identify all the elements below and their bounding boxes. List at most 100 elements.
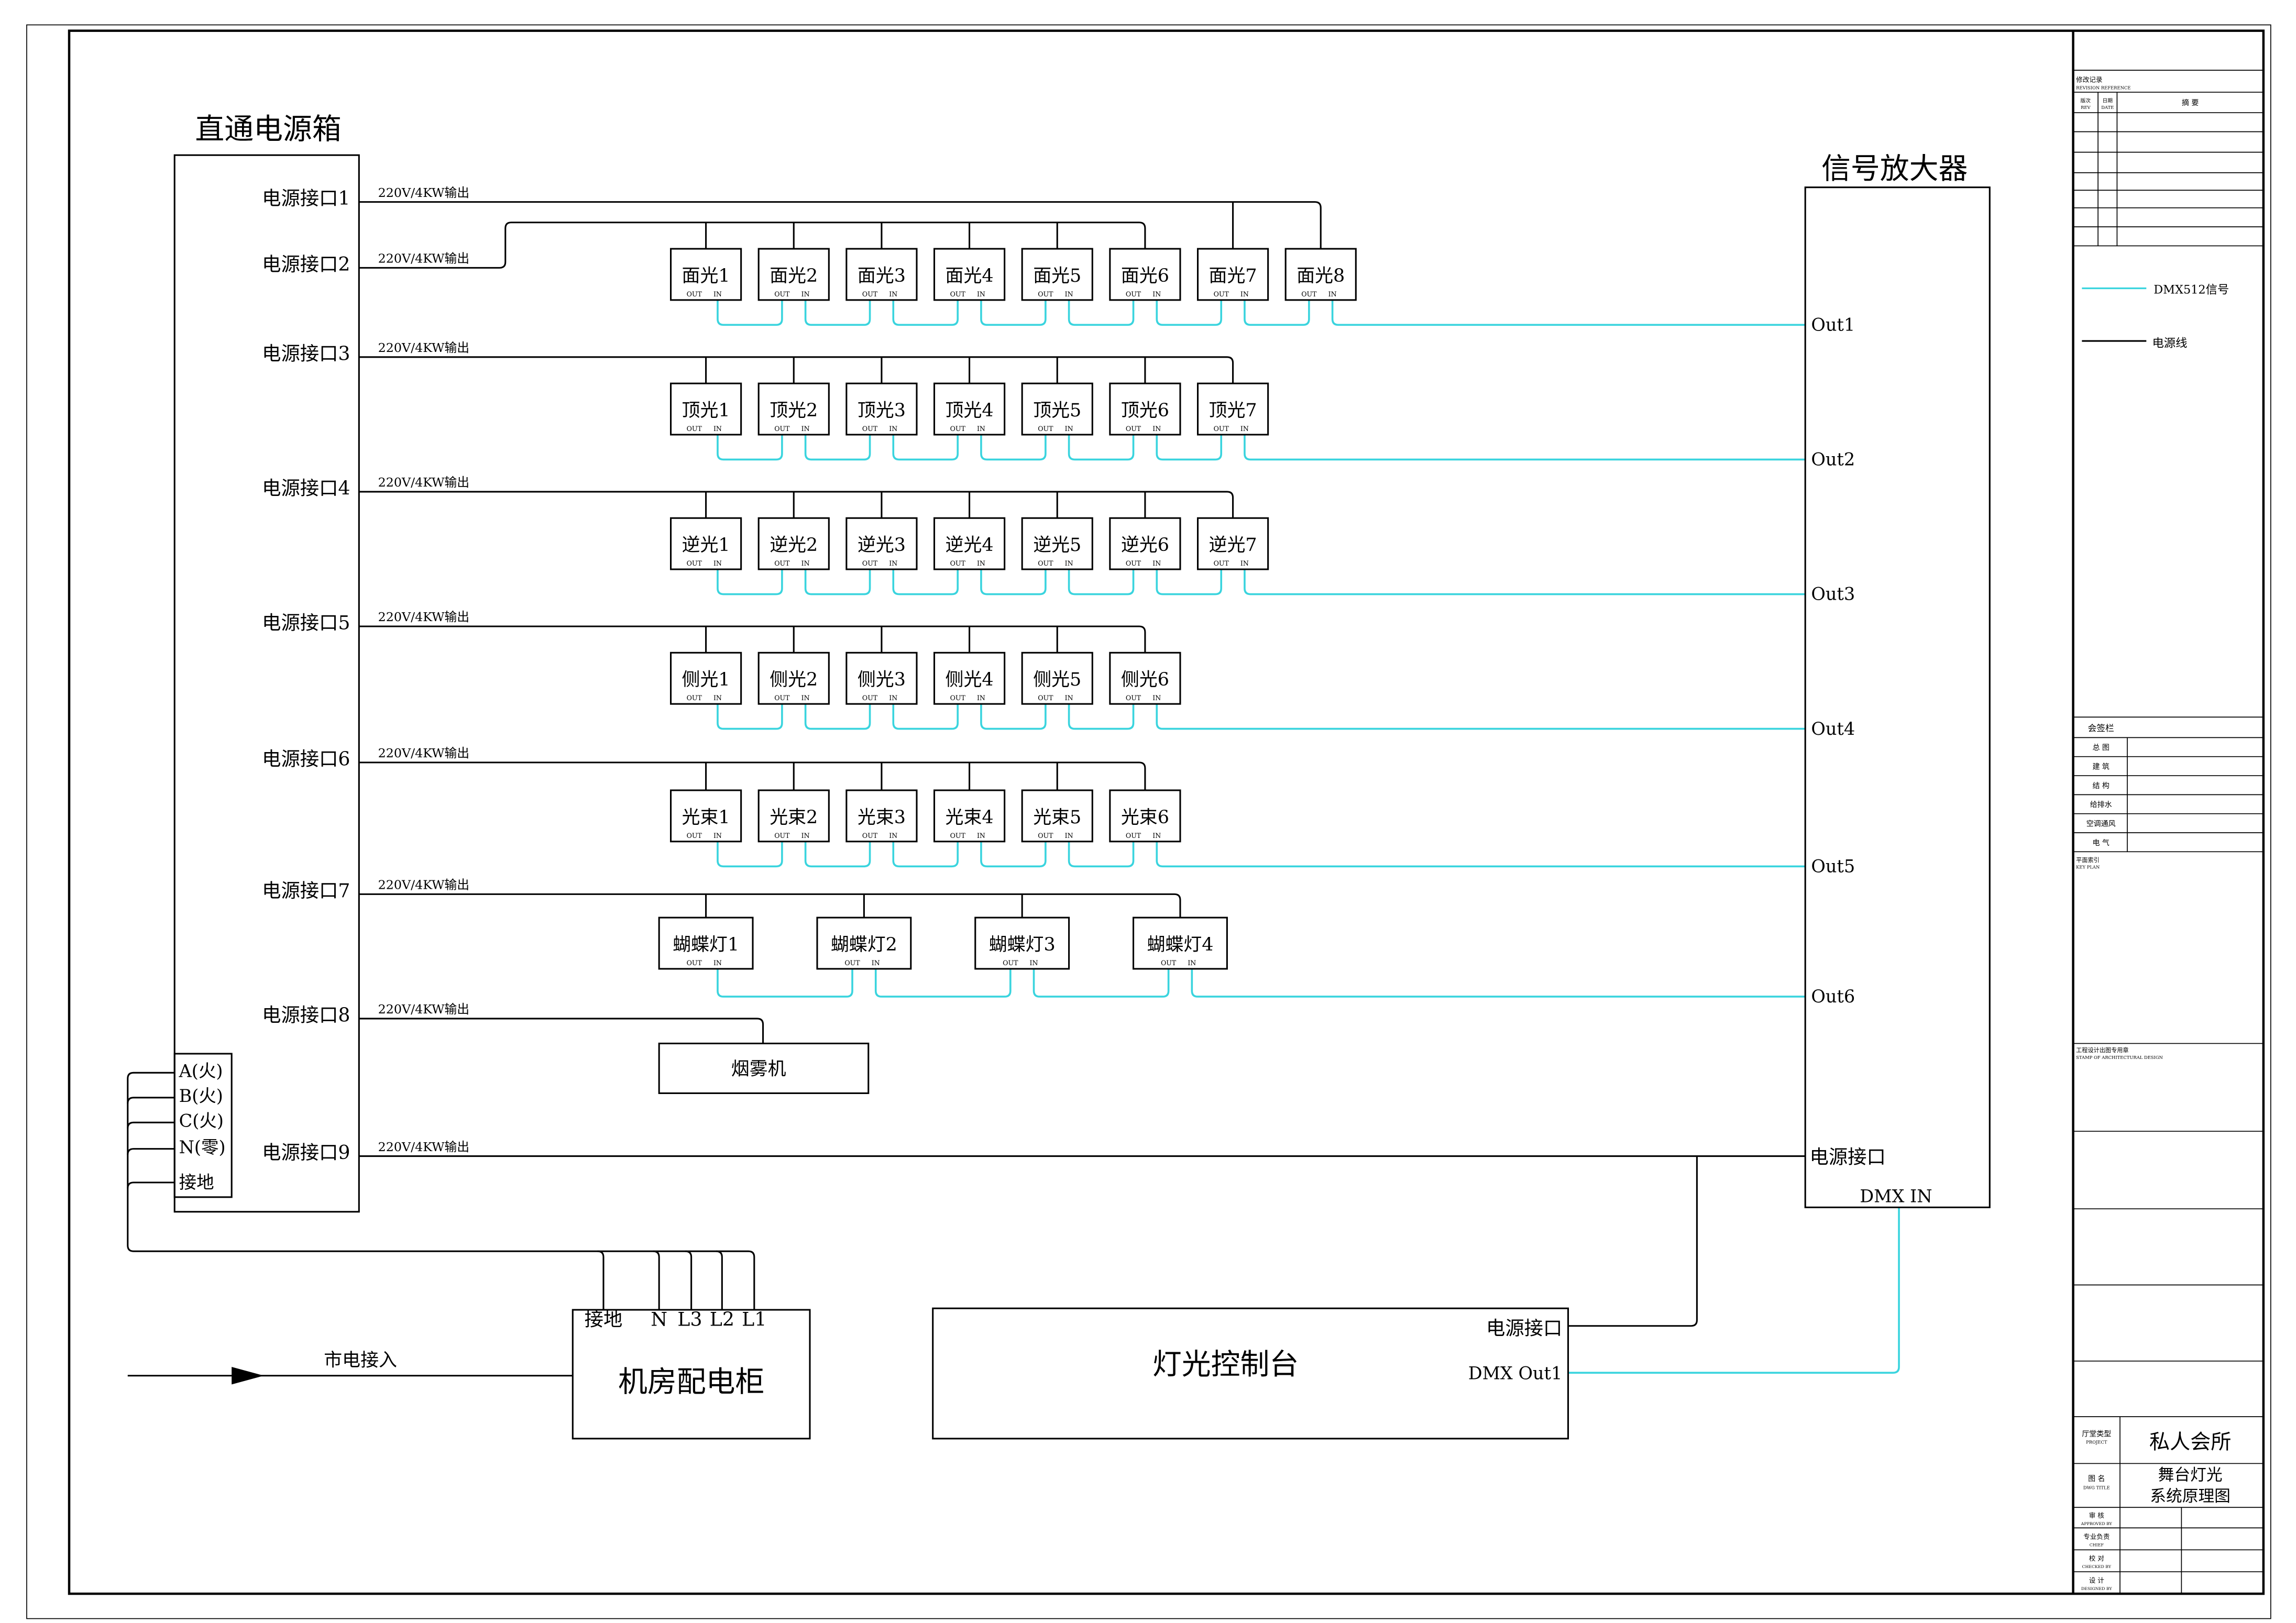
butterfly-light-port-out-label: OUT <box>1003 959 1018 967</box>
face-light-box <box>845 248 918 301</box>
dmx-run-side-light <box>1156 704 1806 730</box>
top-light-box <box>933 382 1006 436</box>
butterfly-light-box <box>658 917 754 970</box>
legend-dmx-label: DMX512信号 <box>2154 283 2229 296</box>
amplifier-output-4-label: Out4 <box>1811 719 1855 739</box>
title-block: 修改记录 REVISION REFERENCE 版次 REV 日期 DATE 摘… <box>2072 30 2264 1594</box>
lighting-console-box <box>932 1307 1569 1440</box>
face-light-box <box>1109 248 1181 301</box>
distribution-cabinet-title: 机房配电柜 <box>618 1365 764 1399</box>
dmx-run-top-light <box>1244 434 1806 461</box>
side-light-box <box>1021 652 1093 705</box>
cabinet-terminal-l1: L1 <box>742 1308 766 1331</box>
top-light-port-in-label: IN <box>977 425 985 433</box>
dmx-link-butterfly-light-1 <box>717 968 853 998</box>
distribution-cabinet: 接地 N L3 L2 L1 机房配电柜 <box>572 1308 811 1440</box>
power-port-5-output-label: 220V/4KW输出 <box>378 610 469 624</box>
back-light-label: 逆光3 <box>858 535 906 556</box>
signoff-chief-label: 专业负责 <box>2083 1532 2110 1540</box>
amplifier-output-5-label: Out5 <box>1811 856 1855 876</box>
phase-terminal-n: N(零) <box>179 1137 226 1157</box>
face-light-port-out-label: OUT <box>862 290 878 298</box>
beam-light-box <box>1021 789 1093 843</box>
amplifier-output-3-label: Out3 <box>1811 584 1855 604</box>
back-light-port-in-label: IN <box>977 559 985 567</box>
side-light-port-out-label: OUT <box>1126 694 1141 702</box>
back-light-port-in-label: IN <box>713 559 722 567</box>
power-port-7-label: 电源接口7 <box>262 879 350 902</box>
face-light-label: 面光1 <box>682 266 730 286</box>
sheet-outer-border <box>26 24 2271 1619</box>
revision-title: 修改记录 <box>2076 75 2102 83</box>
butterfly-light-port-in-label: IN <box>713 959 722 967</box>
face-light-label: 面光3 <box>858 266 906 286</box>
cabinet-terminal-drop-1 <box>597 1250 605 1310</box>
phase-terminal-ground: 接地 <box>179 1172 214 1193</box>
back-light-port-out-label: OUT <box>1126 559 1141 567</box>
cabinet-terminal-n: N <box>651 1308 667 1331</box>
back-light-port-out-label: OUT <box>950 559 966 567</box>
dmx-link-beam-light-2 <box>804 841 871 868</box>
back-light-port-in-label: IN <box>801 559 810 567</box>
dmx-link-face-light-3 <box>892 300 959 326</box>
beam-light-box <box>1109 789 1181 843</box>
fog-machine: 烟雾机 <box>658 1042 870 1094</box>
back-light-label: 逆光6 <box>1121 535 1169 556</box>
phase-trunk <box>127 1078 755 1310</box>
face-light-port-out-label: OUT <box>1126 290 1141 298</box>
cabinet-terminal-drop-4 <box>716 1250 723 1310</box>
dmx-run-face-light <box>1331 300 1806 326</box>
dmx-link-beam-light-4 <box>980 841 1047 868</box>
beam-light-port-out-label: OUT <box>774 832 790 840</box>
key-plan-title: 平面索引 <box>2076 856 2100 864</box>
back-light-box <box>757 517 830 570</box>
back-light-label: 逆光7 <box>1209 535 1257 556</box>
signal-amplifier: 信号放大器 电源接口 DMX IN Out1Out2Out3Out4Out5Ou… <box>1804 152 1991 1208</box>
top-light-box <box>845 382 918 436</box>
dmx-link-side-light-2 <box>804 704 871 730</box>
lighting-console-title: 灯光控制台 <box>1152 1348 1299 1382</box>
power-port-2-output-label: 220V/4KW输出 <box>378 251 469 266</box>
back-light-port-out-label: OUT <box>1038 559 1053 567</box>
side-light-port-in-label: IN <box>1065 694 1073 702</box>
beam-light-port-in-label: IN <box>889 832 897 840</box>
stamp-title-en: STAMP OF ARCHITECTURAL DESIGN <box>2076 1055 2163 1060</box>
power-port-4-label: 电源接口4 <box>262 477 350 500</box>
face-light-port-in-label: IN <box>1240 290 1249 298</box>
cabinet-terminal-ground: 接地 <box>585 1308 623 1331</box>
dmx-link-face-light-2 <box>804 300 871 326</box>
power-feed-port-8 <box>359 1018 764 1044</box>
signoff-chief-label-en: CHIEF <box>2090 1542 2104 1547</box>
dmx-link-top-light-1 <box>717 434 783 461</box>
mains-input-arrow-icon <box>232 1366 264 1385</box>
countersign-grid <box>2073 716 2264 853</box>
stamp-title: 工程设计出图专用章 <box>2076 1046 2128 1054</box>
top-light-port-in-label: IN <box>1152 425 1161 433</box>
lighting-console: 灯光控制台 电源接口 DMX Out1 <box>932 1307 1569 1440</box>
mains-input-label: 市电接入 <box>324 1350 397 1371</box>
dmx-link-face-light-5 <box>1068 300 1135 326</box>
face-light-port-in-label: IN <box>713 290 722 298</box>
